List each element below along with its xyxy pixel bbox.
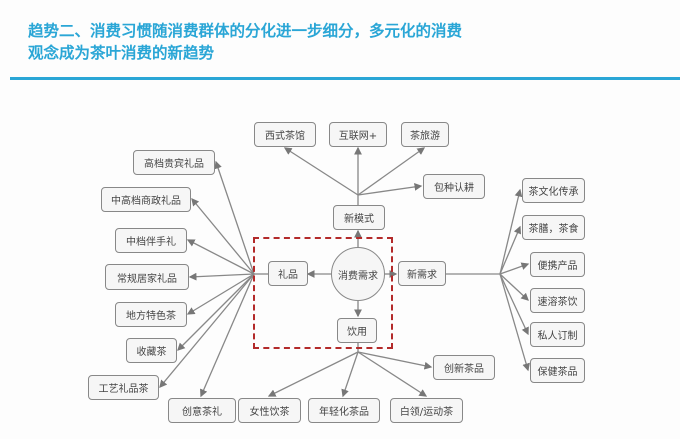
node-demand-item: 保健茶品 [530,358,585,383]
node-drink-item: 创新茶品 [433,355,495,380]
node-new-demand: 新需求 [398,261,446,286]
node-new-mode: 新模式 [333,205,385,230]
node-gift-item: 地方特色茶 [115,302,187,327]
node-demand-item: 茶膳，茶食 [522,215,585,240]
core-highlight-box [253,237,393,349]
node-gift-item: 高档贵宾礼品 [133,150,215,175]
node-center: 消费需求 [331,247,385,301]
node-demand-item: 茶文化传承 [522,178,585,203]
slide-title: 趋势二、消费习惯随消费群体的分化进一步细分，多元化的消费观念成为茶叶消费的新趋势 [28,20,462,64]
node-drink: 饮用 [337,318,377,343]
node-gift-item: 中高档商政礼品 [101,187,191,212]
node-demand-item: 速溶茶饮 [530,288,585,313]
node-drink-item: 白领/运动茶 [390,398,463,423]
node-demand-item: 私人订制 [530,322,585,347]
node-drink-item: 年轻化茶品 [308,398,380,423]
node-gift: 礼品 [268,261,308,286]
node-mode-item: 包种认耕 [423,174,485,199]
node-gift-item: 创意茶礼 [168,398,236,423]
node-demand-item: 便携产品 [530,252,585,277]
node-drink-item: 女性饮茶 [238,398,301,423]
node-gift-item: 工艺礼品茶 [88,375,159,400]
node-mode-item: 互联网+ [329,122,387,147]
title-line-1: 趋势二、消费习惯随消费群体的分化进一步细分，多元化的消费 [28,22,463,40]
node-mode-item: 茶旅游 [401,122,449,147]
node-gift-item: 常规居家礼品 [105,264,189,290]
node-gift-item: 中档伴手礼 [115,228,187,253]
node-gift-item: 收藏茶 [126,338,177,363]
title-line-2: 观念成为茶叶消费的新趋势 [28,44,215,62]
title-divider [10,77,680,80]
node-mode-item: 西式茶馆 [254,122,316,147]
